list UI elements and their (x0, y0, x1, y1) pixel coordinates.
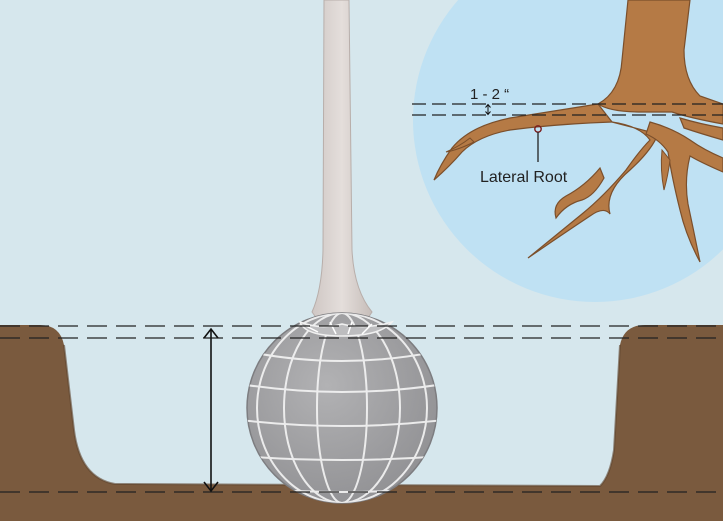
root-ball (246, 312, 438, 504)
root-branch-lower (554, 166, 605, 220)
root-branch-hanging (660, 148, 671, 191)
inset-magnified-view: 1 - 2 “ Lateral Root (412, 0, 723, 302)
lateral-root (433, 103, 614, 181)
root-branch-small (445, 137, 475, 153)
hole-depth-arrow (203, 327, 219, 493)
inset-depth-arrow (485, 103, 491, 116)
root-branch-far-right (678, 117, 723, 141)
inset-trunk-base (596, 0, 723, 125)
soil-with-planting-hole (0, 325, 723, 521)
root-branch-middle (527, 121, 659, 259)
lateral-root-label: Lateral Root (480, 169, 568, 186)
depth-label: 1 - 2 “ (470, 86, 509, 103)
soil-hole-edge (63, 344, 621, 488)
